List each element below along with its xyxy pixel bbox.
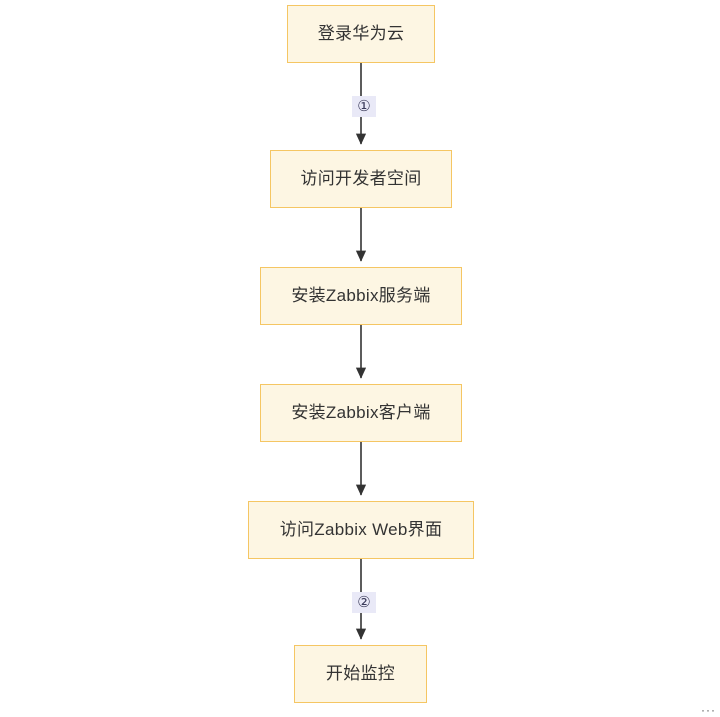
flow-node-server[interactable]: 安装Zabbix服务端 <box>260 267 462 325</box>
flow-node-label: 安装Zabbix客户端 <box>291 402 431 422</box>
flow-node-label: 访问Zabbix Web界面 <box>279 519 443 539</box>
flow-node-agent[interactable]: 安装Zabbix客户端 <box>260 384 462 442</box>
flow-node-label: 开始监控 <box>325 663 396 683</box>
edge-step-badge-1: ① <box>352 96 376 117</box>
flow-node-login[interactable]: 登录华为云 <box>287 5 435 63</box>
flow-node-label: 安装Zabbix服务端 <box>291 285 431 305</box>
flow-node-monitor[interactable]: 开始监控 <box>294 645 427 703</box>
flow-node-web[interactable]: 访问Zabbix Web界面 <box>248 501 474 559</box>
flow-node-label: 登录华为云 <box>317 23 405 43</box>
overflow-ellipsis-icon: ··· <box>701 703 716 717</box>
edge-step-badge-2: ② <box>352 592 376 613</box>
flow-node-devspace[interactable]: 访问开发者空间 <box>270 150 452 208</box>
flow-node-label: 访问开发者空间 <box>300 168 422 188</box>
